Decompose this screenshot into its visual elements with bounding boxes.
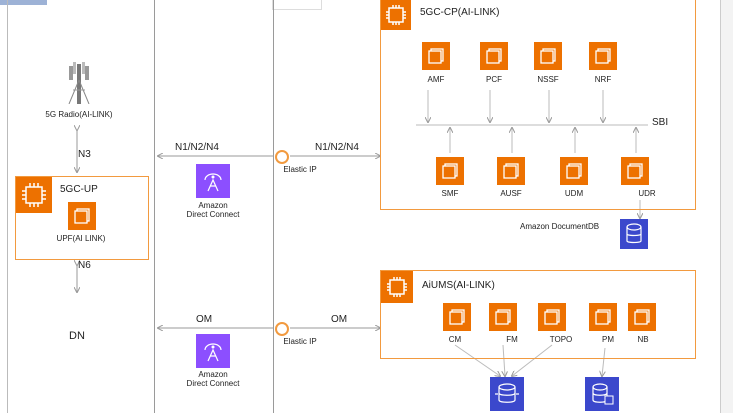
upf-group-title: 5GC-UP <box>60 184 98 195</box>
n3-label: N3 <box>78 149 91 160</box>
n1n2n4-left-label: N1/N2/N4 <box>175 142 219 153</box>
amf-icon <box>422 42 450 70</box>
udr-label: UDR <box>638 189 656 198</box>
direct-connect-icon <box>196 164 230 198</box>
direct-connect-icon-2 <box>196 334 230 368</box>
ausf-label: AUSF <box>500 189 522 198</box>
nb-label: NB <box>637 335 649 344</box>
ums-group-title: AiUMS(AI-LINK) <box>422 280 495 291</box>
nssf-icon <box>534 42 562 70</box>
ums-group-chip-icon <box>381 271 413 303</box>
pcf-label: PCF <box>486 75 502 84</box>
nssf-label: NSSF <box>537 75 559 84</box>
dn-label: DN <box>69 330 85 342</box>
elastic-ip-icon <box>275 150 289 164</box>
ums-group <box>380 270 696 359</box>
cm-label: CM <box>448 335 462 344</box>
elastic-ip-icon-2 <box>275 322 289 336</box>
upf-group <box>15 176 149 260</box>
corner-tab <box>0 0 47 5</box>
left-border <box>7 0 8 413</box>
elasticache-icon <box>490 377 524 411</box>
fm-label: FM <box>506 335 518 344</box>
pm-label: PM <box>602 335 614 344</box>
direct-connect-2-label-1: Amazon <box>198 370 228 379</box>
direct-connect-2-label-2: Direct Connect <box>186 379 240 388</box>
cp-group <box>380 0 696 210</box>
documentdb-label: Amazon DocumentDB <box>520 222 600 231</box>
separator-1 <box>154 0 155 413</box>
fm-icon <box>489 303 517 331</box>
elastic-ip-label: Elastic IP <box>283 165 317 174</box>
smf-icon <box>436 157 464 185</box>
udm-label: UDM <box>564 189 584 198</box>
radio-label: 5G Radio(AI-LINK) <box>45 110 113 119</box>
smf-label: SMF <box>441 189 459 198</box>
n6-label: N6 <box>78 260 91 271</box>
separator-2 <box>273 0 274 413</box>
udr-icon <box>621 157 649 185</box>
pm-icon <box>589 303 617 331</box>
om-right-label: OM <box>331 314 348 325</box>
nrf-icon <box>589 42 617 70</box>
elastic-ip-label-2: Elastic IP <box>283 337 317 346</box>
nrf-label: NRF <box>594 75 612 84</box>
n1n2n4-right-label: N1/N2/N4 <box>315 142 359 153</box>
upf-service-icon <box>68 202 96 230</box>
direct-connect-label-2: Direct Connect <box>186 210 240 219</box>
radio-tower-icon <box>68 62 90 104</box>
documentdb-icon <box>620 219 648 249</box>
topo-label: TOPO <box>549 335 573 344</box>
topo-icon <box>538 303 566 331</box>
cm-icon <box>443 303 471 331</box>
nb-icon <box>628 303 656 331</box>
database-icon <box>585 377 619 411</box>
upf-group-chip-icon <box>16 177 52 213</box>
om-left-label: OM <box>196 314 213 325</box>
cp-group-chip-icon <box>381 0 411 30</box>
pcf-icon <box>480 42 508 70</box>
udm-icon <box>560 157 588 185</box>
upf-label: UPF(AI LINK) <box>56 234 106 243</box>
direct-connect-label-1: Amazon <box>198 201 228 210</box>
sbi-label: SBI <box>652 117 669 128</box>
ausf-icon <box>497 157 525 185</box>
right-panel-edge <box>720 0 733 413</box>
cp-group-title: 5GC-CP(AI-LINK) <box>420 7 500 18</box>
top-white-box <box>272 0 322 10</box>
amf-label: AMF <box>427 75 445 84</box>
